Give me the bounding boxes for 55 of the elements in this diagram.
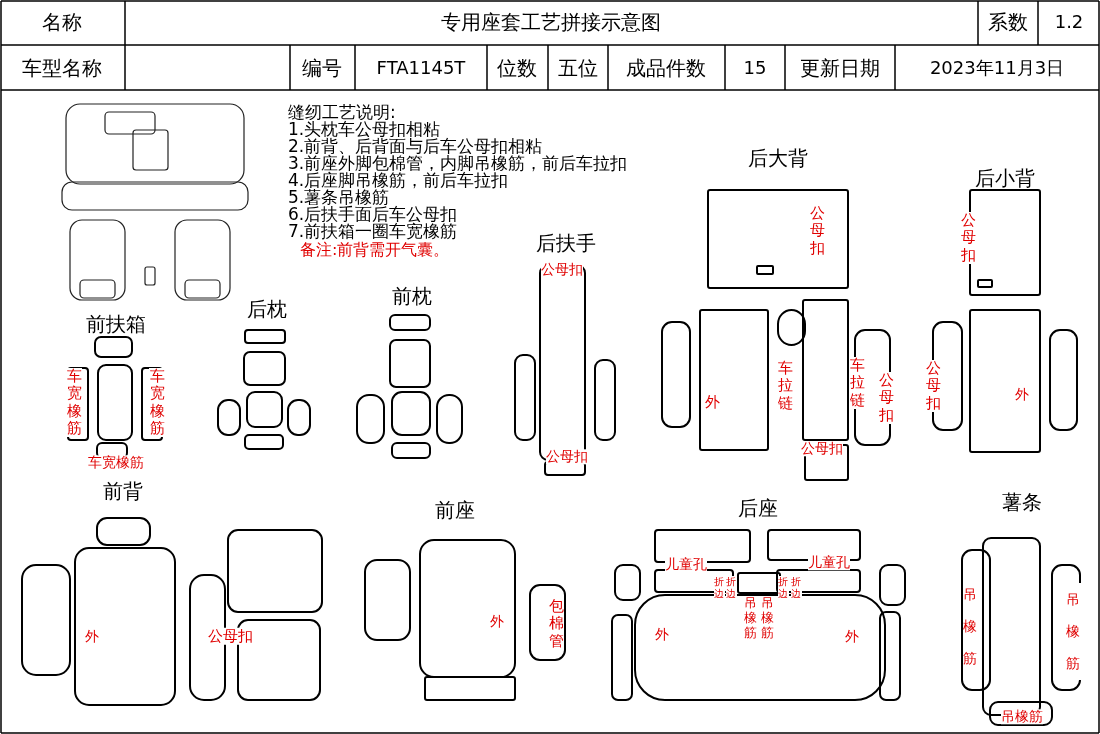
header-label: 位数 [497, 57, 537, 79]
annotation: 吊橡筋 [1065, 583, 1081, 680]
section-title: 后小背 [975, 167, 1035, 189]
annotation: 儿童孔 [808, 555, 850, 571]
note-heading: 缝纫工艺说明: [288, 103, 396, 122]
annotation: 吊橡筋 [760, 596, 774, 641]
annotation: 包棉管 [548, 598, 564, 650]
section-title: 前枕 [392, 285, 432, 307]
annotation: 吊橡筋 [743, 596, 757, 641]
header-value: 五位 [558, 57, 598, 79]
header-label: 系数 [988, 11, 1028, 33]
annotation: 公母扣 [207, 627, 253, 645]
section-title: 薯条 [1002, 491, 1042, 513]
annotation: 折边 [790, 576, 802, 600]
annotation: 车宽橡筋 [149, 368, 165, 437]
annotation: 公母扣 [878, 372, 894, 424]
annotation: 车拉链 [777, 360, 793, 412]
annotation: 吊橡筋 [1001, 709, 1043, 725]
annotation: 公母扣 [546, 449, 588, 465]
section-title: 后大背 [748, 147, 808, 169]
annotation: 折边 [725, 576, 737, 600]
section-title: 前扶箱 [86, 313, 146, 335]
annotation: 车宽橡筋 [88, 455, 144, 471]
note-text: 3.前座外脚包棉管，内脚吊橡筋，前后车拉扣 [288, 154, 628, 173]
annotation: 车宽橡筋 [66, 368, 82, 437]
header-label: 名称 [42, 11, 82, 33]
section-title: 前座 [435, 499, 475, 521]
annotation: 公母扣 [809, 205, 825, 257]
annotation: 折边 [777, 576, 789, 600]
header-label: 成品件数 [626, 57, 706, 79]
section-title: 后枕 [247, 298, 287, 320]
title: 专用座套工艺拼接示意图 [441, 11, 661, 33]
annotation: 折边 [713, 576, 725, 600]
annotation: 儿童孔 [665, 557, 707, 573]
note-text: 2.前背、后背面与后车公母扣相粘 [288, 137, 543, 156]
annotation: 公母扣 [801, 441, 843, 457]
annotation: 公母扣 [960, 212, 976, 264]
header-label: 编号 [302, 57, 342, 79]
annotation: 外 [85, 629, 99, 645]
note-text: 7.前扶箱一圈车宽橡筋 [288, 222, 458, 241]
annotation: 车拉链 [849, 357, 865, 409]
annotation: 外 [845, 629, 859, 645]
section-title: 后扶手 [536, 232, 596, 254]
note-text: 4.后座脚吊橡筋，前后车拉扣 [288, 171, 509, 190]
header-label: 车型名称 [22, 57, 102, 79]
annotation: 外 [704, 393, 720, 411]
section-title: 后座 [738, 497, 778, 519]
annotation: 公母扣 [541, 262, 583, 278]
annotation: 外 [490, 614, 504, 630]
note-text: 1.头枕车公母扣相粘 [288, 120, 441, 139]
annotation: 公母扣 [925, 360, 941, 412]
annotation: 外 [655, 627, 669, 643]
header-label: 更新日期 [800, 57, 880, 79]
annotation: 外 [1015, 387, 1029, 403]
section-title: 前背 [103, 480, 143, 502]
